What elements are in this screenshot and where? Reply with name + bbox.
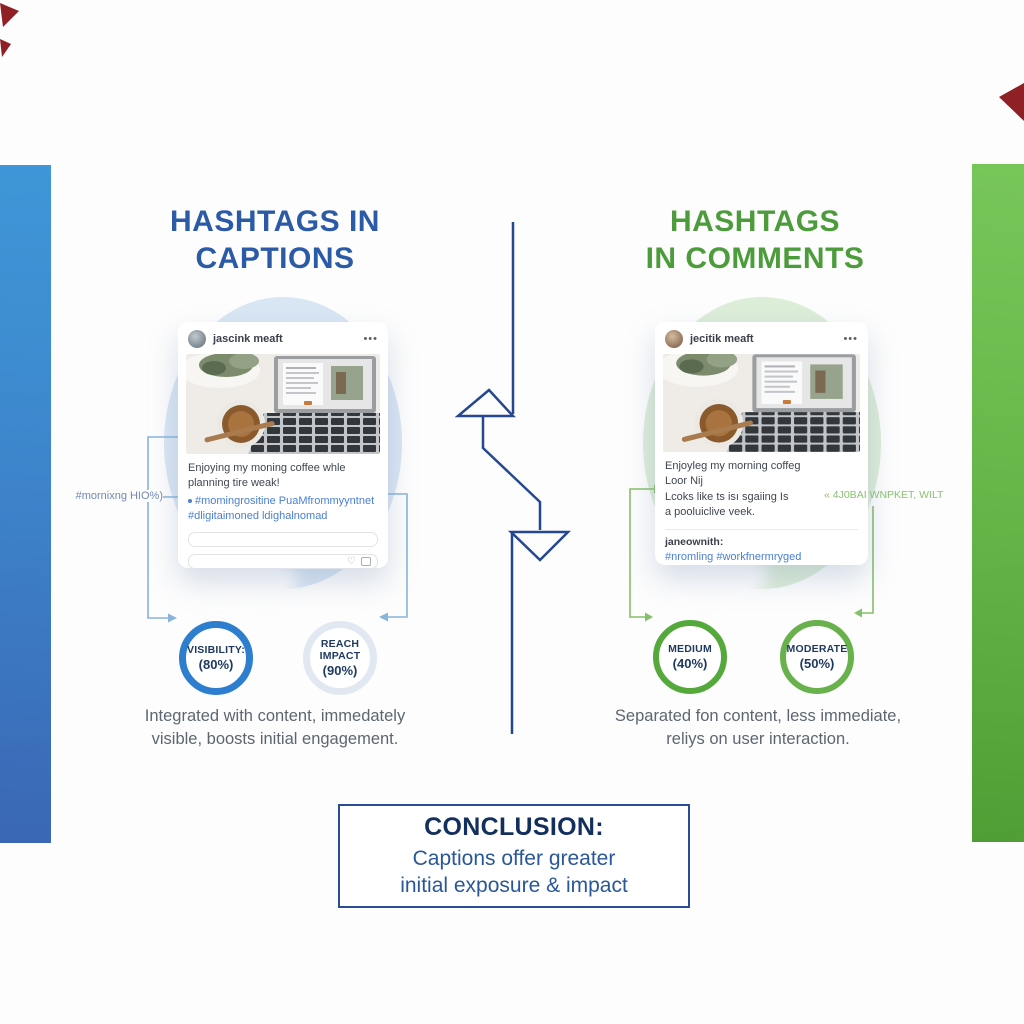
right-annotation-label: « 4J0BAI WNPKET, WILT xyxy=(824,489,944,501)
stat-value: (40%) xyxy=(672,656,708,671)
right-title-line1: HASHTAGS xyxy=(669,205,841,238)
left-post-caption: Enjoying my moning coffee whle planning … xyxy=(178,454,388,492)
stat-value: (50%) xyxy=(799,656,835,671)
more-options-icon[interactable]: ••• xyxy=(843,333,858,345)
right-post-username[interactable]: jecitik meaft xyxy=(690,333,754,345)
description-line: visible, boosts initial engagement. xyxy=(151,730,399,749)
description-line: Separated fon content, less immediate, xyxy=(614,707,902,725)
conclusion-line1: Captions offer greater xyxy=(412,846,616,870)
hashtag-line[interactable]: #dligitaimoned ldighalnomad xyxy=(188,510,328,523)
description-line: reliys on user interaction. xyxy=(666,730,850,749)
caption-line: Lcoks like ts isı sgaiing Is xyxy=(665,490,789,503)
corner-mark-icons xyxy=(0,3,1024,121)
caption-line: Enjoyleg my morning coffeg xyxy=(665,460,801,472)
conclusion-line2: initial exposure & impact xyxy=(400,874,628,897)
heart-icon[interactable]: ♡ xyxy=(347,555,356,567)
left-title-line2: CAPTIONS xyxy=(195,242,355,275)
left-post-hashtags[interactable]: #momingrositine PuaMfrommyyntnet #dligit… xyxy=(178,492,388,525)
bullet-dot-icon xyxy=(188,498,192,503)
description-line: Integrated with content, immedately xyxy=(144,707,406,725)
right-post-hashtags[interactable]: #nromling #workfnermryged xyxy=(665,550,802,563)
left-edge-accent-bar xyxy=(0,165,51,843)
commenter-username[interactable]: janeownith: xyxy=(665,535,724,548)
left-post-photo[interactable] xyxy=(186,354,380,454)
avatar[interactable] xyxy=(665,330,683,348)
left-panel-title: HASHTAGS IN CAPTIONS xyxy=(125,203,425,277)
left-title-line1: HASHTAGS IN xyxy=(170,205,380,238)
right-title-line2: IN COMMENTS xyxy=(645,242,865,275)
comment-input[interactable]: ♡ xyxy=(188,553,378,569)
stat-label: VISIBILITY: xyxy=(186,644,245,656)
left-post-card: jascink meaft ••• Enjoying my moning cof… xyxy=(178,322,388,569)
stat-value: (80%) xyxy=(198,657,234,672)
left-post-header: jascink meaft ••• xyxy=(178,322,388,354)
comment-input[interactable] xyxy=(188,531,378,547)
left-panel-description: Integrated with content, immedately visi… xyxy=(110,705,440,751)
left-post-username[interactable]: jascink meaft xyxy=(213,333,283,345)
caption-line: Enjoying my moning coffee whle xyxy=(188,462,346,474)
stat-label: MEDIUM xyxy=(668,643,712,655)
right-post-photo[interactable] xyxy=(663,354,860,452)
avatar[interactable] xyxy=(188,330,206,348)
stat-value: (90%) xyxy=(322,663,358,678)
conclusion-heading: CONCLUSION: xyxy=(424,812,604,841)
comment-divider xyxy=(665,528,858,530)
right-post-card: jecitik meaft ••• Enjoyleg my morning co… xyxy=(655,322,868,565)
left-annotation-label: #mornixng HIO%) xyxy=(68,490,163,502)
caption-line: planning tire weak! xyxy=(188,477,280,490)
caption-line: a pooluiclive veek. xyxy=(665,506,755,519)
reach-impact-stat-circle: REACH IMPACT (90%) xyxy=(303,621,377,695)
visibility-stat-circle: VISIBILITY: (80%) xyxy=(179,621,253,695)
more-options-icon[interactable]: ••• xyxy=(363,333,378,345)
conclusion-box: CONCLUSION: Captions offer greater initi… xyxy=(338,804,690,908)
right-panel-description: Separated fon content, less immediate, r… xyxy=(588,705,928,751)
stat-label: MODERATE xyxy=(786,643,848,655)
moderate-stat-circle: MODERATE (50%) xyxy=(780,620,854,694)
right-post-caption: Enjoyleg my morning coffeg Loor Nij Lcok… xyxy=(655,452,868,521)
caption-line: Loor Nij xyxy=(665,475,703,488)
hashtag-line[interactable]: #momingrositine PuaMfrommyyntnet xyxy=(188,494,378,509)
medium-stat-circle: MEDIUM (40%) xyxy=(653,620,727,694)
comment-icon[interactable] xyxy=(361,556,371,566)
stat-label: REACH IMPACT xyxy=(319,638,361,662)
zigzag-divider xyxy=(454,222,572,734)
right-panel-title: HASHTAGS IN COMMENTS xyxy=(605,203,905,277)
right-edge-accent-bar xyxy=(972,164,1024,842)
right-post-header: jecitik meaft ••• xyxy=(655,322,868,354)
